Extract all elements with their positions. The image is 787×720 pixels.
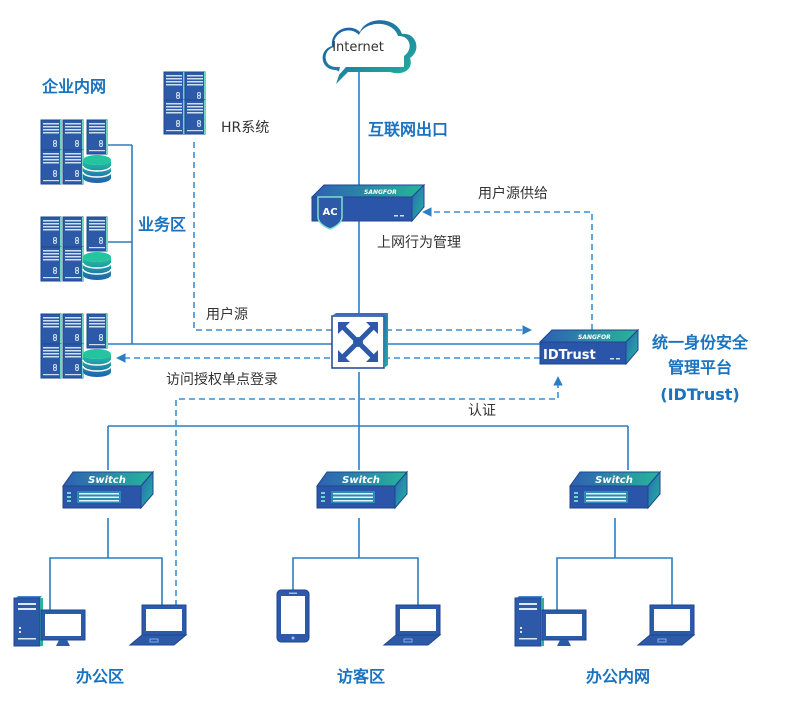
switch-left: Switch [62, 471, 154, 509]
switch-left-label: Switch [88, 475, 126, 486]
flow-authentication [175, 376, 563, 606]
link-office-devices [49, 557, 163, 610]
link-guest-devices [292, 557, 419, 606]
flow-user-source-supply [422, 207, 593, 330]
server-cluster-3 [41, 314, 111, 378]
idtrust-device-label: IDTrust [543, 348, 596, 363]
flow-user-source [193, 142, 532, 335]
switch-right-label: Switch [595, 475, 633, 486]
cloud-icon [322, 20, 417, 84]
switch-right: Switch [569, 471, 661, 509]
switch-center: Switch [316, 471, 408, 509]
solid-links [49, 72, 673, 610]
business-zone-label: 业务区 [138, 215, 186, 234]
enterprise-intranet-label: 企业内网 [41, 77, 106, 96]
idtrust-appliance-icon: SANGFOR IDTrust [538, 328, 640, 366]
hr-system-label: HR系统 [221, 120, 269, 136]
desktop-icon [514, 595, 587, 647]
switch-center-label: Switch [342, 475, 380, 486]
ac-appliance-icon: SANGFOR AC [310, 183, 426, 230]
server-cluster-1 [41, 120, 111, 184]
server-cluster-2 [41, 217, 111, 281]
idtrust-title-line3: (IDTrust) [660, 385, 739, 404]
zone-office-label: 办公区 [76, 667, 124, 686]
user-source-supply-label: 用户源供给 [478, 185, 548, 202]
ac-label: 上网行为管理 [377, 235, 461, 251]
internet-label: Internet [332, 40, 384, 55]
sso-label: 访问授权单点登录 [166, 372, 278, 388]
idtrust-title-line1: 统一身份安全 [652, 333, 749, 352]
laptop-icon [129, 604, 187, 646]
ac-brand: SANGFOR [364, 189, 397, 196]
idtrust-brand: SANGFOR [578, 334, 611, 341]
laptop-icon [383, 604, 441, 646]
zone-guest-label: 访客区 [337, 667, 385, 686]
phone-icon [276, 589, 310, 643]
user-source-label: 用户源 [206, 306, 248, 323]
core-switch-icon [331, 313, 388, 369]
internet-exit-label: 互联网出口 [368, 120, 448, 139]
zone-office-intranet-label: 办公内网 [586, 667, 650, 686]
authentication-label: 认证 [468, 403, 496, 419]
server-rack-icon [163, 71, 207, 135]
laptop-icon [637, 604, 695, 646]
ac-badge: AC [322, 207, 337, 218]
dashed-flows [116, 142, 593, 606]
idtrust-title-line2: 管理平台 [668, 358, 732, 377]
link-intranet-devices [556, 557, 673, 610]
